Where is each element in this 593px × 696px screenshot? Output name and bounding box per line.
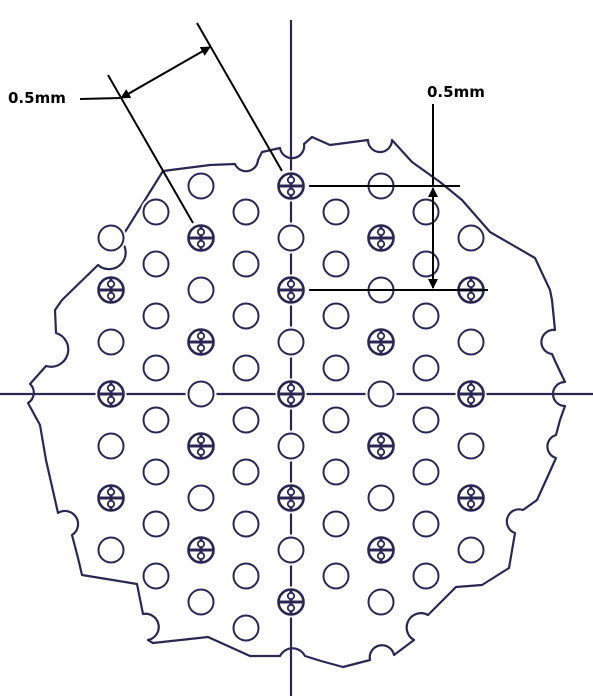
hole [410, 352, 442, 384]
marked-hole [185, 222, 217, 254]
hole [230, 352, 262, 384]
marked-hole [275, 170, 307, 202]
extension-line [196, 22, 283, 172]
hole [275, 326, 307, 358]
hole [410, 508, 442, 540]
hole [455, 534, 487, 566]
hole [320, 196, 352, 228]
hole [230, 196, 262, 228]
hole [320, 300, 352, 332]
hole [365, 378, 397, 410]
hole [410, 404, 442, 436]
hole [320, 508, 352, 540]
hole [230, 404, 262, 436]
marked-hole [365, 430, 397, 462]
hole [275, 222, 307, 254]
hole [275, 430, 307, 462]
hole [140, 560, 172, 592]
marked-hole [275, 378, 307, 410]
marked-hole [365, 326, 397, 358]
hole [140, 248, 172, 280]
hole [185, 586, 217, 618]
hole [410, 196, 442, 228]
hole [95, 534, 127, 566]
hole [185, 170, 217, 202]
hole [185, 378, 217, 410]
hole [410, 456, 442, 488]
marked-hole [365, 534, 397, 566]
marked-hole [275, 482, 307, 514]
hole [95, 326, 127, 358]
leader-line [79, 97, 122, 100]
hole [185, 274, 217, 306]
hole [455, 430, 487, 462]
marked-hole [275, 586, 307, 618]
hole [230, 508, 262, 540]
hole [140, 508, 172, 540]
marked-hole [185, 534, 217, 566]
hole [140, 456, 172, 488]
marked-hole [455, 482, 487, 514]
marked-hole [275, 274, 307, 306]
hole [140, 352, 172, 384]
vertical-pitch-dimension: 0.5mm [309, 83, 488, 291]
hole [140, 300, 172, 332]
marked-hole [185, 326, 217, 358]
hole [320, 404, 352, 436]
hole [95, 222, 127, 254]
marked-hole [95, 274, 127, 306]
vertical-dimension-label: 0.5mm [427, 83, 485, 101]
hole [230, 612, 262, 644]
hole-array [95, 170, 487, 644]
marked-hole [95, 482, 127, 514]
hole [365, 586, 397, 618]
hole [230, 300, 262, 332]
hole [455, 222, 487, 254]
hole [320, 560, 352, 592]
hole [185, 482, 217, 514]
marked-hole [365, 222, 397, 254]
hole [320, 456, 352, 488]
hole [95, 430, 127, 462]
hole [140, 404, 172, 436]
hole [320, 248, 352, 280]
diagonal-dimension-label: 0.5mm [8, 89, 66, 107]
diagonal-pitch-dimension: 0.5mm [8, 22, 283, 224]
hole [230, 456, 262, 488]
dimension-line [120, 46, 211, 99]
hole [410, 560, 442, 592]
extension-line [107, 74, 194, 224]
hole [275, 534, 307, 566]
hole [365, 482, 397, 514]
hole [230, 560, 262, 592]
hole [455, 326, 487, 358]
hole [410, 300, 442, 332]
hole [230, 248, 262, 280]
hole [140, 196, 172, 228]
hole [410, 248, 442, 280]
marked-hole [185, 430, 217, 462]
marked-hole [455, 378, 487, 410]
marked-hole [95, 378, 127, 410]
hole [320, 352, 352, 384]
